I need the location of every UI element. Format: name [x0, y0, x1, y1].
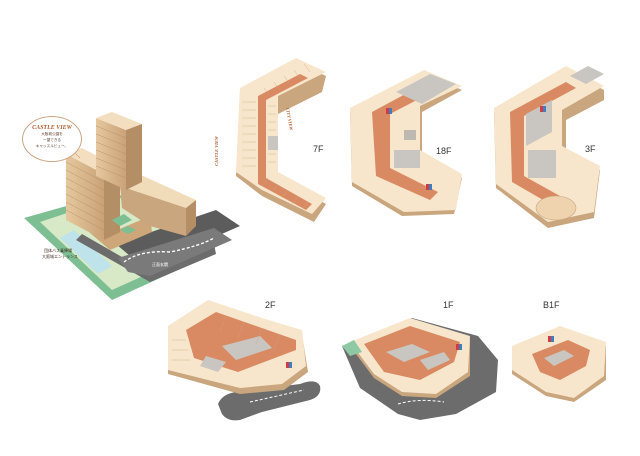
floor-3f-map — [494, 66, 604, 228]
floor-label-1f: 1F — [443, 300, 454, 310]
callout-line-1: 大阪城公園を — [41, 132, 63, 136]
bus-label-2: 大阪城エントランス — [42, 253, 78, 259]
floor-1f-map — [342, 318, 498, 420]
bus-label-1: 団体バス乗降場 — [44, 247, 72, 253]
city-view-label: CITY VIEW — [285, 107, 294, 131]
castle-view-callout: CASTLE VIEW 大阪城公園を 一望できる キャッスルビュー。 — [22, 116, 82, 162]
floor-b1f-map — [512, 326, 606, 402]
floor-label-b1f: B1F — [543, 300, 560, 310]
floor-2f-map — [168, 300, 321, 421]
road-label: 第二寝屋川 — [73, 294, 93, 310]
floor-7f-map: CASTLE VIEW CITY VIEW — [214, 58, 326, 222]
entrance-label: 正面玄関 — [152, 261, 168, 267]
floor-label-7f: 7F — [313, 144, 324, 154]
callout-line-3: キャッスルビュー。 — [35, 144, 69, 148]
building-overview: 団体バス乗降場 大阪城エントランス 正面玄関 第二寝屋川 — [24, 112, 240, 310]
floor-label-18f: 18F — [436, 146, 452, 156]
floor-18f-map — [350, 70, 462, 216]
castle-view-label: CASTLE VIEW — [214, 135, 219, 166]
callout-line-2: 一望できる — [43, 138, 61, 142]
floor-label-2f: 2F — [265, 300, 276, 310]
callout-title: CASTLE VIEW — [32, 125, 72, 131]
floor-label-3f: 3F — [585, 144, 596, 154]
